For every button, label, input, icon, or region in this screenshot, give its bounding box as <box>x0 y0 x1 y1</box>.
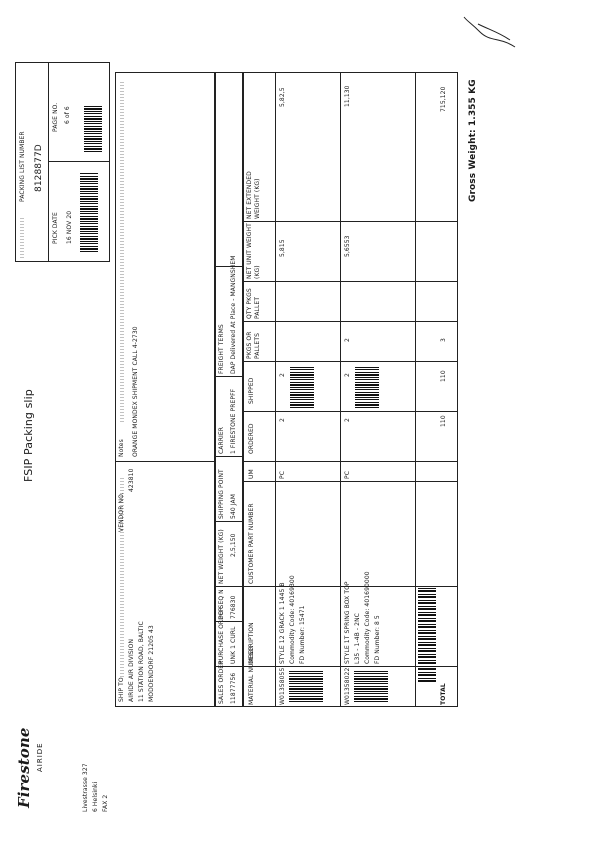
po-seq-label: PO SEQ N <box>218 589 225 619</box>
sender-line-1: Livestrasse 327 <box>82 763 89 812</box>
row2-shipped-barcode <box>355 366 379 408</box>
totals-ext-weight: 715,120 <box>440 86 447 112</box>
freight-terms-label: FREIGHT TERMS <box>218 324 225 374</box>
carrier-label: CARRIER <box>218 426 225 454</box>
ship-to-label: SHIP TO <box>118 677 125 702</box>
po-value: UNK 1 CURL <box>230 626 237 664</box>
vendor-number: 423810 <box>128 468 135 492</box>
row1-desc3: FD Number: 15471 <box>299 605 306 664</box>
sender-line-3: FAX 2 <box>102 794 109 812</box>
col-ordered: ORDERED <box>248 423 255 454</box>
row2-shipped: 2 <box>344 373 351 377</box>
row2-unit-weight: 5,6553 <box>344 235 351 257</box>
document-title: FSIP Packing slip <box>22 389 35 482</box>
row2-ordered: 2 <box>344 418 351 422</box>
sales-order: 11877756 <box>230 672 237 704</box>
brand-sub: AIRIDE <box>36 742 44 772</box>
totals-pkgs: 3 <box>440 338 447 342</box>
row2-desc4: FD Number: 8 5 <box>374 615 381 664</box>
col-customer-part: CUSTOMER PART NUMBER <box>248 503 255 584</box>
row2-desc3: Commodity Code: 401690000 <box>364 571 371 664</box>
carrier: 1 FIRESTONE PREPFF <box>230 388 237 454</box>
shipping-point-label: SHIPPING POINT <box>218 469 225 519</box>
ship-to-line-1: AIRIDE AIR DIVISION <box>128 638 135 702</box>
net-weight-label: NET WEIGHT (KG) <box>218 529 225 584</box>
row2-ext-weight: 11,130 <box>344 85 351 107</box>
col-pkgs: PKGS OR PALLETS <box>246 331 261 359</box>
notes-text: ORANGE MONDEX SHIPMENT CALL 4-2730 <box>132 326 139 457</box>
row1-desc1: STYLE 12 GRACK 1 1445 B <box>279 582 286 664</box>
row2-desc1: STYLE 1T SPRING BOX TOP <box>344 581 351 664</box>
vendor-label: VENDOR NO. <box>118 492 125 532</box>
ship-to-box <box>115 72 215 707</box>
row1-unit-weight: 5,815 <box>279 239 286 257</box>
brand-logo: Firestone <box>15 727 33 808</box>
pick-date: 16 NOV 20 <box>66 210 73 244</box>
ship-to-line-3: MODDENDORF 21205 43 <box>148 625 155 702</box>
row2-pkgs: 2 <box>344 338 351 342</box>
row2-um: PC <box>344 470 351 479</box>
row1-shipped-barcode <box>290 366 314 408</box>
col-ext-weight: NET EXTENDED WEIGHT (KG) <box>246 171 261 219</box>
row2-material: W01358022 <box>344 667 351 705</box>
row1-um: PC <box>279 470 286 479</box>
totals-shipped: 110 <box>440 370 447 382</box>
page-value: 6 of 6 <box>64 106 71 124</box>
packing-list-label: PACKING LIST NUMBER <box>19 131 26 202</box>
barcode-pick-date <box>80 172 98 252</box>
row2-material-barcode <box>354 670 388 702</box>
totals-ordered: 110 <box>440 415 447 427</box>
col-qty: QTY PKGS PALLET <box>246 288 261 319</box>
row2-desc2: L35 - 1-4B - 2NC <box>354 613 361 664</box>
freight-terms: DAP Delivered At Place - MANGNSHEM <box>230 255 237 374</box>
col-unit-weight: NET UNIT WEIGHT (KG) <box>246 223 261 279</box>
signature-scribble <box>463 16 516 48</box>
row1-desc2: Commodity Code: 40169300 <box>289 575 296 664</box>
row1-material-barcode <box>289 670 323 702</box>
totals-barcode-band <box>418 587 436 682</box>
ship-to-line-2: 11 STATION ROAD, BALTIC <box>138 621 145 702</box>
col-description: DESCRIPTION <box>248 622 255 664</box>
notes-label: Notes <box>118 439 125 457</box>
pick-date-label: PICK DATE <box>52 212 59 244</box>
po-seq: 776830 <box>230 595 237 619</box>
row1-shipped: 2 <box>279 373 286 377</box>
row1-ext-weight: 5,82,5 <box>279 87 286 107</box>
gross-weight: Gross Weight: 1.355 KG <box>468 79 478 202</box>
sender-line-2: 6 Helsinki <box>92 781 99 812</box>
totals-label: TOTAL <box>440 683 447 705</box>
col-shipped: SHIPPED <box>248 377 255 404</box>
page-label: PAGE NO. <box>52 102 59 132</box>
packing-list-number: 8128877D <box>34 144 44 192</box>
barcode-page <box>84 106 102 152</box>
row1-material: W01358055 <box>279 667 286 705</box>
row1-ordered: 2 <box>279 418 286 422</box>
shipping-point: 540 JAM <box>230 493 237 519</box>
net-weight: 2,5,150 <box>230 533 237 557</box>
col-um: UM <box>248 469 255 479</box>
sales-order-label: SALES ORDER <box>218 660 225 704</box>
